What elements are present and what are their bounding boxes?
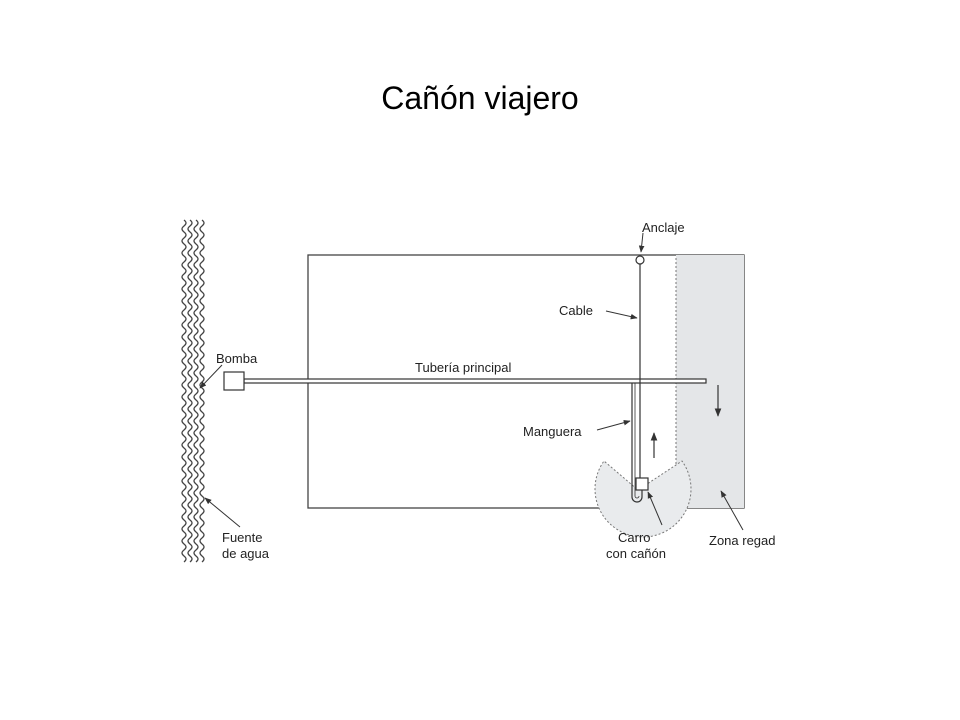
- water-source: [181, 219, 205, 563]
- anchor-point: [635, 255, 645, 265]
- pump-box: [223, 371, 245, 391]
- label-carro-line1: Carro: [618, 530, 651, 545]
- water-wave: [193, 219, 199, 563]
- label-manguera: Manguera: [523, 424, 582, 439]
- label-fuente-line2: de agua: [222, 546, 270, 561]
- spray-area: [594, 460, 692, 538]
- leader-cable: [605, 310, 638, 320]
- slide-title: Cañón viajero: [381, 80, 579, 116]
- hose-inner: [634, 383, 640, 499]
- water-wave: [187, 219, 193, 563]
- label-bomba: Bomba: [216, 351, 258, 366]
- main-pipe: [243, 378, 707, 384]
- leader-manguera: [596, 419, 631, 431]
- label-zona-regada: Zona regad: [709, 533, 776, 548]
- label-anclaje: Anclaje: [642, 220, 685, 235]
- label-carro-line2: con cañón: [606, 546, 666, 561]
- label-fuente-line1: Fuente: [222, 530, 262, 545]
- label-tuberia-principal: Tubería principal: [415, 360, 511, 375]
- leader-fuente: [204, 497, 241, 528]
- water-wave: [181, 219, 187, 563]
- label-cable: Cable: [559, 303, 593, 318]
- water-wave: [199, 219, 205, 563]
- leader-bomba: [199, 364, 223, 389]
- leader-carro: [647, 491, 663, 526]
- hose: [631, 383, 643, 503]
- cart-with-gun: [635, 477, 649, 491]
- scan-edge-mask: [783, 520, 843, 560]
- leader-anclaje: [638, 232, 645, 253]
- leader-zona: [720, 490, 744, 531]
